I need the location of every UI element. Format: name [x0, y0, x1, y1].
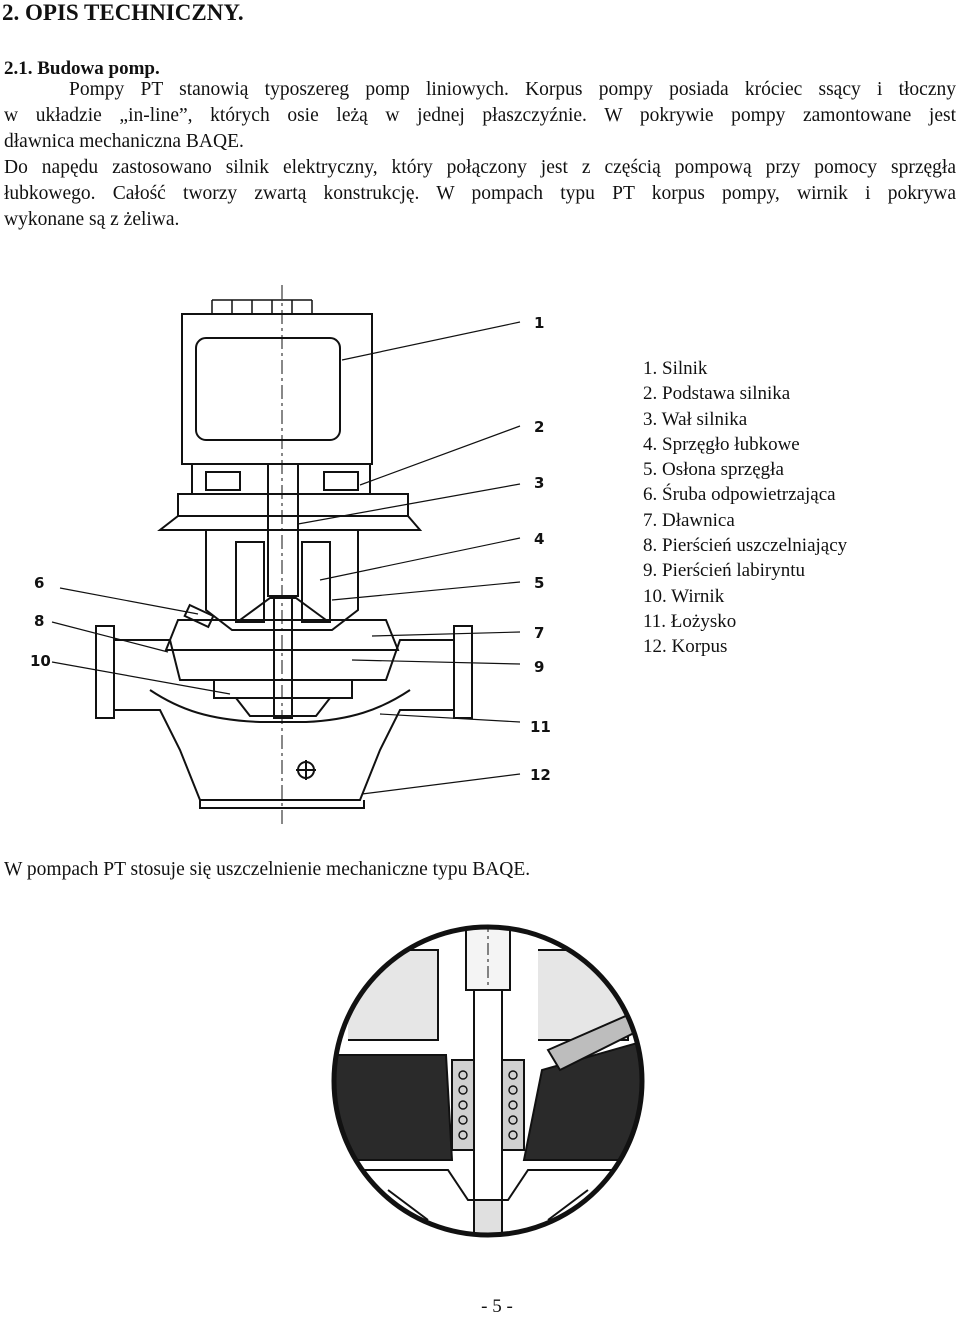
diagram-label: 2	[534, 418, 544, 436]
section-heading: 2. OPIS TECHNICZNY.	[2, 0, 244, 25]
legend-item: 8. Pierścień uszczelniający	[643, 535, 848, 557]
diagram-label: 12	[530, 766, 551, 784]
paragraph-line: dławnica mechaniczna BAQE.	[4, 131, 244, 152]
paragraph-line: łubkowego. Całość tworzy zwartą konstruk…	[4, 183, 956, 204]
legend-item: 2. Podstawa silnika	[643, 383, 791, 405]
legend-item: 11. Łożysko	[643, 610, 737, 632]
diagram-label: 6	[34, 574, 44, 592]
paragraph-line: Pompy PT stanowią typoszereg pomp liniow…	[69, 79, 956, 100]
parts-legend: 1. Silnik 2. Podstawa silnika 3. Wał sil…	[643, 356, 847, 660]
paragraph-line: wykonane są z żeliwa.	[4, 209, 180, 230]
seal-detail-diagram	[331, 924, 645, 1238]
diagram-label: 1	[534, 314, 544, 332]
diagram-label: 5	[534, 574, 544, 592]
diagram-label: 11	[530, 718, 551, 736]
subsection-heading: 2.1. Budowa pomp.	[4, 58, 160, 79]
legend-item: 7. Dławnica	[643, 509, 735, 531]
legend-item: 6. Śruba odpowietrzająca	[643, 484, 836, 506]
legend-item: 9. Pierścień labiryntu	[643, 560, 805, 582]
legend-item: 10. Wirnik	[643, 585, 725, 607]
diagram-label: 7	[534, 624, 544, 642]
diagram-label: 3	[534, 474, 544, 492]
legend-item: 3. Wał silnika	[643, 408, 748, 430]
diagram-label: 8	[34, 612, 44, 630]
legend-item: 1. Silnik	[643, 358, 708, 379]
description-paragraph: Pompy PT stanowią typoszereg pomp liniow…	[4, 77, 956, 233]
pump-cross-section-diagram: 1 2 3 4 5 6 7 8 9 10 11 12	[30, 285, 551, 825]
seal-description: W pompach PT stosuje się uszczelnienie m…	[4, 859, 531, 880]
paragraph-line: Do napędu zastosowano silnik elektryczny…	[4, 157, 956, 178]
legend-item: 12. Korpus	[643, 636, 728, 658]
legend-item: 5. Osłona sprzęgła	[643, 459, 784, 481]
diagram-label: 4	[534, 530, 544, 548]
diagram-label: 10	[30, 652, 51, 670]
page-number: - 5 -	[481, 1296, 513, 1317]
legend-item: 4. Sprzęgło łubkowe	[643, 433, 800, 455]
paragraph-line: w układzie „in-line”, których osie leżą …	[4, 105, 956, 126]
diagram-label: 9	[534, 658, 544, 676]
